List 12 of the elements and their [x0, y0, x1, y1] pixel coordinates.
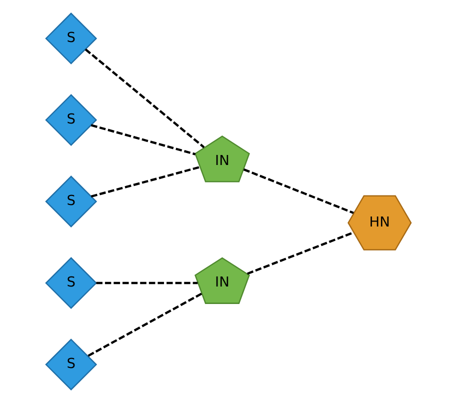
connector — [90, 124, 196, 156]
connector — [87, 292, 202, 357]
connector — [242, 168, 354, 214]
node-diamond: S — [44, 338, 97, 391]
connector — [84, 48, 204, 148]
node-diamond: S — [44, 12, 97, 64]
node-diamond: S — [44, 176, 97, 228]
connector — [96, 282, 198, 284]
connector — [246, 231, 354, 275]
node-diamond: S — [44, 94, 97, 146]
connector — [90, 166, 200, 198]
node-diamond: S — [44, 257, 97, 309]
